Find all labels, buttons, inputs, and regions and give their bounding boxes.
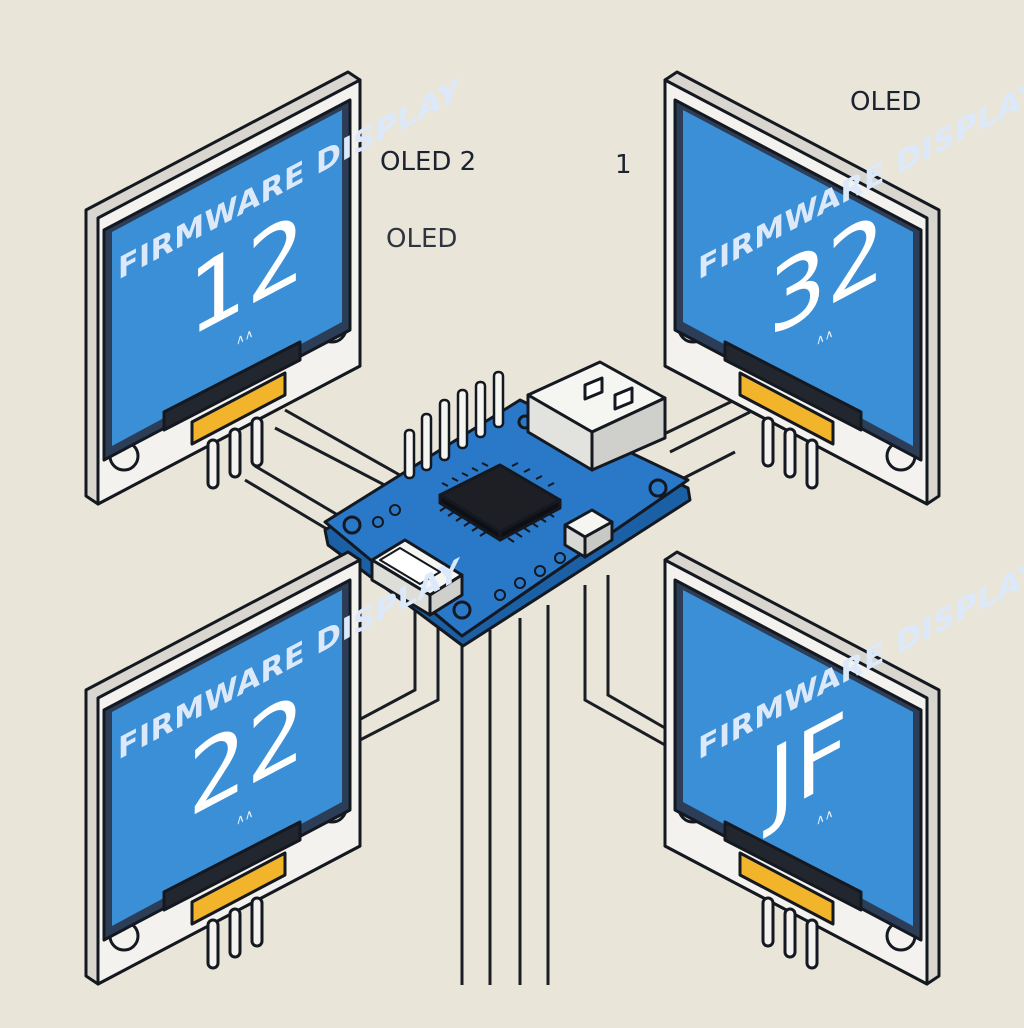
label-one: 1: [615, 150, 632, 180]
wire-bottom-left-1: [354, 600, 417, 724]
mount-hole: [648, 478, 668, 498]
microcontroller-board: [323, 360, 692, 648]
flex-connector: [190, 371, 287, 446]
wire-top-left-2: [274, 426, 399, 494]
micro-usb-connector: [370, 538, 464, 617]
labels: OLED 2 1 OLED OLED: [380, 87, 921, 254]
label-oled-faint: OLED: [386, 224, 457, 254]
oled-screen: [683, 110, 913, 446]
oled-pins: [761, 416, 819, 490]
button-component: [563, 508, 614, 559]
label-oled-right: OLED: [850, 87, 921, 117]
wires: [244, 393, 751, 985]
flex-connector: [738, 371, 835, 446]
label-oled-2: OLED 2: [380, 147, 476, 177]
oled-pins: [206, 896, 264, 970]
mount-hole: [452, 600, 472, 620]
wire-bottom-right-1: [583, 585, 666, 747]
oled-screen: [683, 590, 913, 926]
flex-connector: [190, 851, 287, 926]
chip: [438, 462, 562, 543]
wire-top-right-2: [669, 410, 751, 454]
wire-top-left-1: [284, 408, 406, 480]
flex-connector: [738, 851, 835, 926]
wire-bottom-right-2: [606, 575, 666, 730]
oled-pins: [761, 896, 819, 970]
oled-screen: [112, 590, 342, 926]
wire-top-right-3: [679, 450, 736, 482]
usb-port: [526, 360, 667, 472]
mount-hole: [342, 515, 362, 535]
oled-screen: [112, 110, 342, 446]
oled-pins: [206, 416, 264, 490]
header-pins: [403, 370, 505, 480]
wire-bottom-left-2: [359, 610, 440, 742]
